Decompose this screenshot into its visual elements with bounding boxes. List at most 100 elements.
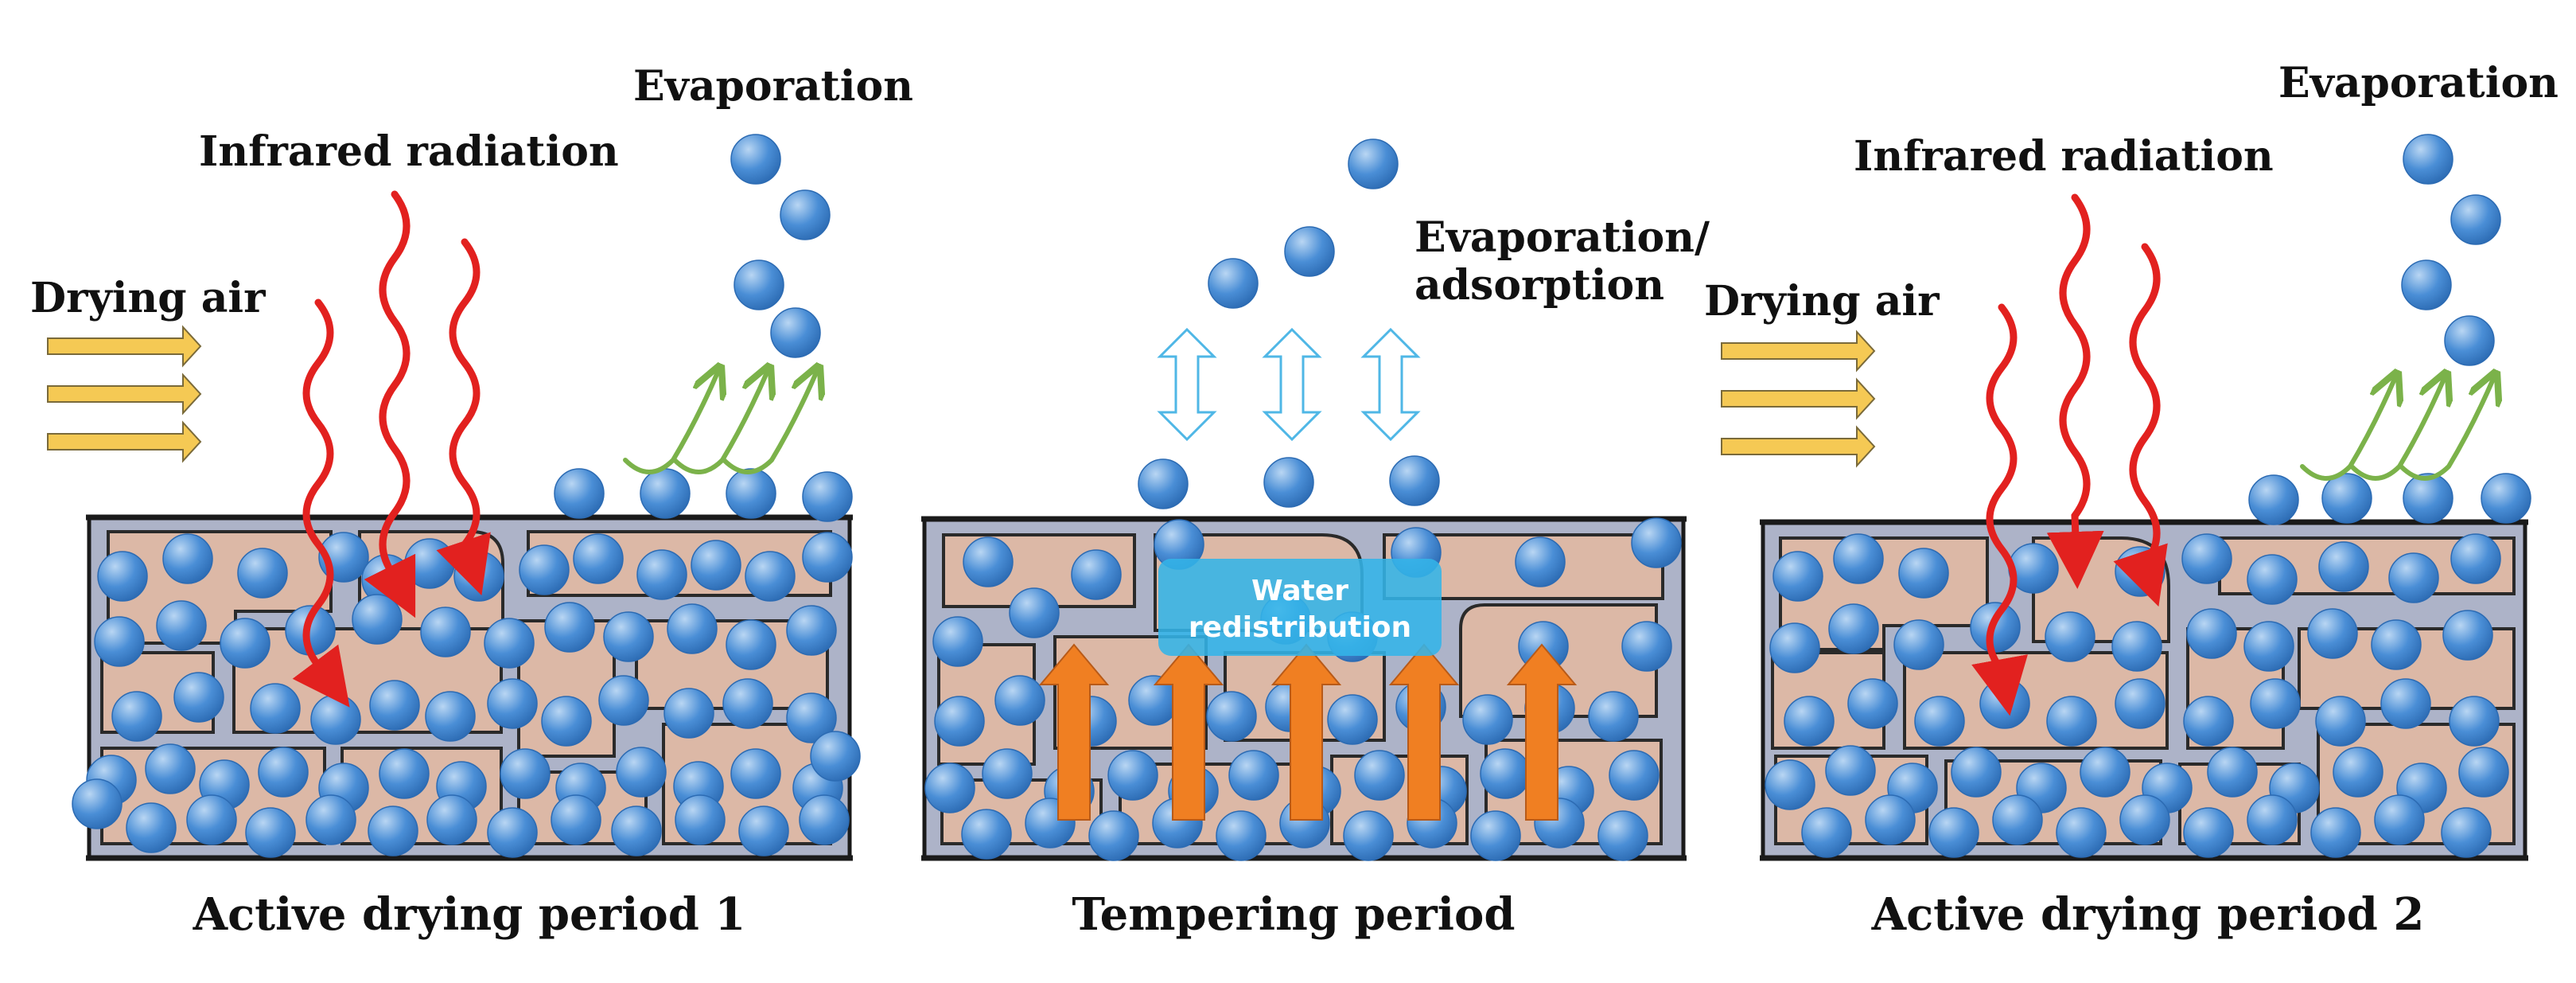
water-droplet-icon — [1088, 810, 1139, 861]
panel-active-drying-1: Drying air Infrared radiation Evaporatio… — [30, 62, 913, 941]
water-droplet-icon — [2403, 134, 2453, 185]
water-droplets — [1765, 134, 2531, 858]
water-droplet-icon — [544, 602, 595, 653]
water-droplet-icon — [2403, 473, 2453, 524]
water-droplet-icon — [663, 688, 714, 739]
infrared-wave-arrow-icon — [436, 238, 491, 596]
water-droplet-icon — [1348, 138, 1399, 189]
water-droplet-icon — [111, 691, 162, 742]
water-droplet-icon — [1847, 678, 1898, 729]
water-droplet-icon — [2243, 621, 2294, 672]
water-droplet-icon — [1208, 258, 1259, 309]
water-droplet-icon — [2374, 794, 2425, 845]
water-droplet-icon — [730, 134, 781, 185]
water-droplet-icon — [237, 548, 288, 599]
water-droplet-icon — [934, 696, 985, 747]
water-droplet-icon — [2380, 678, 2431, 729]
water-droplet-icon — [924, 763, 975, 813]
water-droplet-icon — [425, 691, 476, 742]
water-droplet-icon — [2181, 533, 2232, 584]
water-droplet-icon — [2450, 533, 2501, 584]
water-droplet-icon — [554, 468, 605, 519]
water-droplet-icon — [636, 549, 687, 600]
water-droplet-icon — [2115, 678, 2165, 729]
water-droplet-icon — [379, 748, 430, 799]
drying-air-label: Drying air — [30, 274, 266, 322]
water-droplet-icon — [786, 692, 837, 743]
water-droplet-icon — [500, 748, 551, 799]
water-droplet-icon — [2310, 807, 2361, 858]
water-droplet-icon — [2247, 554, 2298, 605]
air-flow-arrow-icon — [1721, 425, 1876, 468]
drying-air-label: Drying air — [1704, 277, 1940, 326]
bidirectional-hollow-arrow-icon — [1360, 327, 1421, 442]
infrared-wave-arrow-icon — [292, 298, 350, 708]
water-droplet-icon — [786, 605, 837, 656]
bidirectional-hollow-arrow-icon — [1262, 327, 1322, 442]
infrared-radiation-label: Infrared radiation — [1854, 132, 2274, 181]
water-droplet-icon — [352, 594, 403, 645]
water-droplet-icon — [94, 616, 145, 667]
water-droplet-icon — [1515, 536, 1566, 587]
panel-caption: Active drying period 1 — [193, 888, 746, 941]
water-droplet-icon — [1284, 226, 1335, 277]
panel-caption: Active drying period 2 — [1871, 888, 2425, 941]
upward-orange-arrow-icon — [1506, 643, 1578, 821]
evaporation-arrows — [2300, 379, 2493, 481]
water-droplet-icon — [730, 748, 781, 799]
water-droplet-icon — [1071, 549, 1122, 600]
water-droplet-icon — [2056, 807, 2107, 858]
evaporation-arrows — [623, 373, 816, 474]
water-droplet-icon — [72, 778, 123, 829]
water-droplet-icon — [2458, 747, 2509, 798]
water-droplet-icon — [2441, 807, 2492, 858]
water-droplet-icon — [305, 794, 356, 845]
water-droplet-icon — [2119, 794, 2170, 845]
water-droplet-icon — [420, 607, 471, 657]
water-droplet-icon — [369, 680, 420, 731]
water-droplet-icon — [1898, 548, 1949, 599]
water-droplet-icon — [2247, 794, 2298, 845]
infrared-wave-arrow-icon — [2113, 243, 2168, 607]
water-droplet-icon — [780, 189, 831, 240]
evaporation-curved-arrow-icon — [672, 373, 767, 474]
water-droplet-icon — [162, 533, 213, 584]
water-droplet-icon — [2388, 552, 2439, 603]
water-droplet-icon — [145, 743, 196, 794]
evaporation-adsorption-label-line2: adsorption — [1414, 261, 1664, 310]
water-droplet-icon — [487, 807, 538, 858]
water-droplet-icon — [551, 794, 601, 845]
water-droplet-icon — [802, 532, 853, 583]
infrared-wave-arrow-icon — [364, 190, 416, 618]
evaporation-label: Evaporation — [633, 62, 913, 111]
evaporation-curved-arrow-icon — [2300, 379, 2395, 481]
water-droplet-icon — [1928, 807, 1979, 858]
air-flow-arrow-icon — [47, 373, 202, 415]
water-droplet-icon — [126, 802, 177, 853]
water-droplet-icon — [1206, 691, 1257, 742]
water-droplet-icon — [2442, 610, 2493, 661]
water-droplet-icon — [2401, 259, 2452, 310]
water-droplet-icon — [2333, 747, 2383, 798]
water-droplet-icon — [963, 536, 1014, 587]
water-droplet-icon — [453, 551, 504, 602]
water-droplet-icon — [1865, 794, 1916, 845]
water-droplet-icon — [726, 619, 776, 670]
water-droplet-icon — [1631, 517, 1682, 568]
water-droplet-icon — [1354, 750, 1405, 801]
infrared-wave-arrow-icon — [1971, 303, 2028, 716]
water-droplet-icon — [1228, 750, 1279, 801]
water-droplet-icon — [2444, 315, 2495, 366]
evaporation-curved-arrow-icon — [722, 373, 816, 474]
evaporation-curved-arrow-icon — [623, 373, 718, 474]
water-redistribution-box: Water redistribution — [1158, 559, 1442, 656]
water-droplet-icon — [1389, 455, 1440, 506]
infrared-wave-arrow-icon — [2046, 193, 2104, 589]
water-droplet-icon — [484, 618, 535, 669]
water-droplet-icon — [1772, 551, 1823, 602]
water-droplet-icon — [1769, 622, 1820, 673]
water-droplet-icon — [573, 533, 624, 584]
evaporation-adsorption-label-line1: Evaporation/ — [1414, 213, 1710, 262]
water-droplet-icon — [404, 538, 455, 589]
water-droplet-icon — [2045, 611, 2095, 662]
